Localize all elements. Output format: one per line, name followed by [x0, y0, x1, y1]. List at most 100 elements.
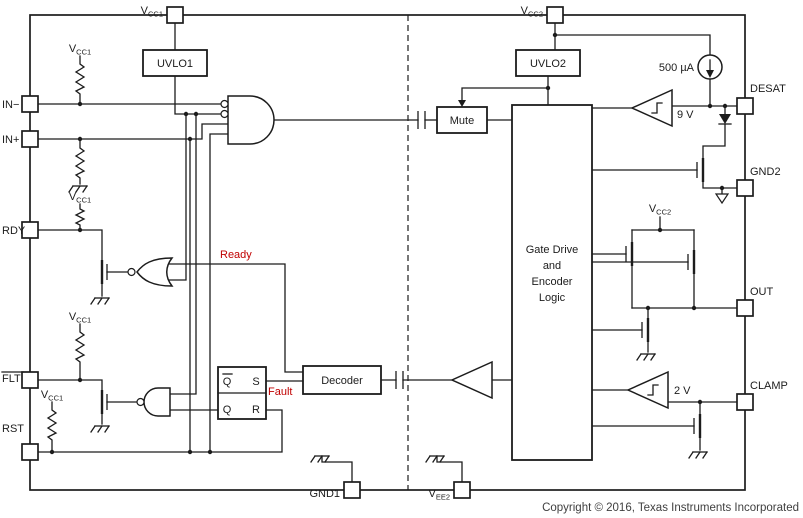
resistor-flt-pullup — [74, 323, 86, 381]
wires — [37, 22, 738, 483]
vcc1-rail-label-3: VCC1 — [69, 311, 91, 325]
svg-text:Q: Q — [223, 404, 232, 416]
pin-rst — [21, 443, 39, 461]
pin-vcc1 — [166, 6, 184, 24]
isolation-capacitor-feedback — [395, 371, 404, 389]
uvlo2-block — [515, 49, 581, 77]
pin-desat — [736, 97, 754, 115]
nand-output-bubble — [136, 397, 145, 407]
vee2-ground-icon — [425, 455, 445, 463]
sr-latch-block — [217, 366, 267, 420]
clamp-comparator — [626, 370, 669, 410]
pin-label-in-minus: IN− — [2, 99, 19, 111]
desat-diode-icon — [718, 114, 732, 125]
mosfet-rdy-opendrain — [100, 260, 108, 284]
ground-symbols — [68, 185, 730, 463]
pin-flt — [21, 371, 39, 389]
resistor-rdy-pullup — [74, 203, 86, 231]
uvlo2-label: UVLO2 — [530, 58, 566, 70]
desat-comparator — [630, 88, 673, 128]
and-input-bubble-1 — [220, 99, 229, 109]
rdy-nor-gate — [136, 257, 174, 287]
resistor-rst-pullup — [46, 401, 58, 453]
sr-latch-labels: Q S Q R — [223, 376, 260, 416]
isolation-capacitor-forward — [417, 111, 426, 129]
gate-drive-encoder-logic-label: Gate Drive and Encoder Logic — [526, 244, 579, 304]
vcc1-rail-label-4: VCC1 — [41, 389, 63, 403]
junction-dots — [49, 32, 728, 455]
chip-boundary — [29, 14, 746, 491]
pin-label-gnd1: GND1 — [309, 488, 340, 500]
desat-threshold-label: 9 V — [677, 109, 694, 121]
svg-text:Encoder: Encoder — [532, 276, 573, 288]
pin-label-flt: FLT — [1, 371, 24, 385]
pin-vcc2 — [546, 6, 564, 24]
current-source-label: 500 µA — [659, 62, 695, 74]
pin-label-gnd2: GND2 — [750, 166, 781, 178]
mosfet-clamp — [693, 414, 702, 438]
gate-drive-encoder-logic-block — [511, 104, 593, 461]
input-and-gate — [227, 95, 275, 145]
copyright-notice: Copyright © 2016, Texas Instruments Inco… — [542, 502, 799, 514]
feedback-buffer — [450, 360, 493, 400]
pin-label-vcc2: VCC2 — [521, 5, 543, 19]
mosfet-output-pullup-2 — [687, 250, 696, 274]
bias-resistors — [46, 55, 86, 453]
uvlo1-label: UVLO1 — [157, 58, 193, 70]
svg-text:Logic: Logic — [539, 292, 566, 304]
vcc2-rail-label: VCC2 — [649, 203, 671, 217]
mosfets — [100, 158, 705, 438]
mosfet-output-pulldown — [641, 318, 650, 342]
svg-text:and: and — [543, 260, 561, 272]
gnd2-ground-icon — [714, 193, 730, 205]
nor-output-bubble — [127, 267, 136, 277]
pin-rdy — [21, 221, 39, 239]
resistor-in-minus-pullup — [74, 55, 86, 105]
svg-text:FLT: FLT — [2, 373, 21, 385]
mute-arrowhead-icon — [458, 100, 466, 107]
decoder-label: Decoder — [321, 375, 363, 387]
pin-label-in-plus: IN+ — [2, 134, 19, 146]
decoder-block — [302, 365, 382, 395]
and-input-bubble-2 — [220, 109, 229, 119]
pin-gnd1 — [343, 481, 361, 499]
fault-signal-label: Fault — [268, 386, 292, 398]
resistor-in-plus-pulldown — [74, 138, 86, 185]
pin-in-plus — [21, 130, 39, 148]
flt-nand-gate — [143, 387, 171, 417]
mosfet-desat-discharge — [696, 158, 705, 182]
desat-hysteresis-icon — [651, 102, 663, 114]
pin-label-rdy: RDY — [2, 225, 26, 237]
pin-label-out: OUT — [750, 286, 774, 298]
svg-text:Q: Q — [223, 376, 232, 388]
uvlo1-block — [142, 49, 208, 77]
vcc1-rail-label-1: VCC1 — [69, 43, 91, 57]
svg-text:R: R — [252, 404, 260, 416]
ready-signal-label: Ready — [220, 249, 252, 261]
mute-block — [436, 106, 488, 134]
clamp-hysteresis-icon — [647, 384, 659, 396]
clamp-ground-icon — [688, 451, 708, 459]
out-pulldown-ground-icon — [636, 353, 656, 361]
pin-label-rst: RST — [2, 423, 24, 435]
mosfet-output-pullup-1 — [625, 242, 634, 266]
clamp-threshold-label: 2 V — [674, 385, 691, 397]
pin-label-desat: DESAT — [750, 83, 786, 95]
pin-out — [736, 299, 754, 317]
vcc1-rail-label-2: VCC1 — [69, 191, 91, 205]
gnd1-ground-icon — [90, 425, 110, 433]
pin-gnd2 — [736, 179, 754, 197]
svg-text:Gate Drive: Gate Drive — [526, 244, 579, 256]
pin-label-vee2: VEE2 — [428, 488, 450, 502]
pin-in-minus — [21, 95, 39, 113]
pin-label-vcc1: VCC1 — [141, 5, 163, 19]
pin-clamp — [736, 393, 754, 411]
gnd1-ground-icon — [90, 297, 110, 305]
gnd1-ground-icon — [68, 185, 88, 193]
mosfet-flt-opendrain — [100, 390, 108, 414]
svg-text:S: S — [252, 376, 259, 388]
current-source-icon — [697, 54, 723, 80]
mute-label: Mute — [450, 115, 474, 127]
